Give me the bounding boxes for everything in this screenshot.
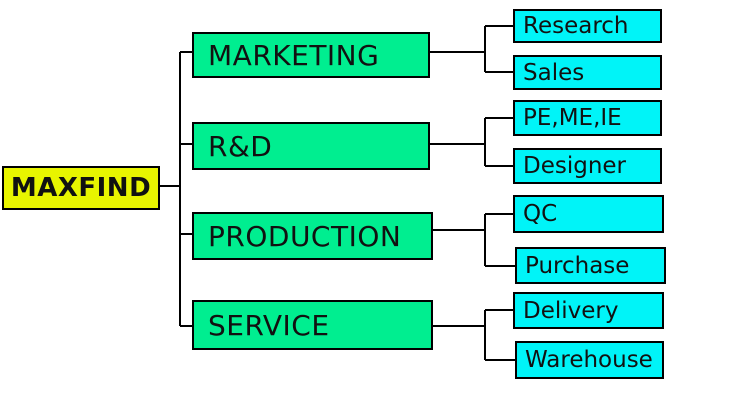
department-label: MARKETING (208, 38, 380, 72)
leaf-node-pe-me-ie: PE,ME,IE (513, 100, 662, 136)
leaf-node-delivery: Delivery (513, 292, 664, 329)
leaf-node-research: Research (513, 9, 662, 43)
leaf-node-sales: Sales (513, 55, 662, 90)
leaf-label: Sales (523, 59, 585, 86)
department-node-production: PRODUCTION (192, 212, 433, 260)
department-label: PRODUCTION (208, 219, 402, 253)
root-node-label: MAXFIND (10, 173, 152, 203)
leaf-label: Warehouse (525, 347, 653, 373)
leaf-label: Research (523, 13, 629, 39)
leaf-node-warehouse: Warehouse (515, 341, 664, 379)
leaf-label: Delivery (523, 297, 619, 324)
department-label: R&D (208, 129, 273, 163)
department-node-service: SERVICE (192, 300, 433, 350)
root-node: MAXFIND (2, 166, 160, 210)
department-node-marketing: MARKETING (192, 32, 430, 78)
leaf-label: Designer (523, 153, 627, 179)
leaf-node-designer: Designer (513, 148, 662, 184)
department-label: SERVICE (208, 308, 330, 342)
leaf-node-qc: QC (513, 195, 664, 233)
leaf-label: PE,ME,IE (523, 105, 622, 131)
leaf-label: QC (523, 201, 558, 227)
department-node-rnd: R&D (192, 122, 430, 170)
leaf-label: Purchase (525, 252, 630, 279)
leaf-node-purchase: Purchase (515, 247, 666, 284)
